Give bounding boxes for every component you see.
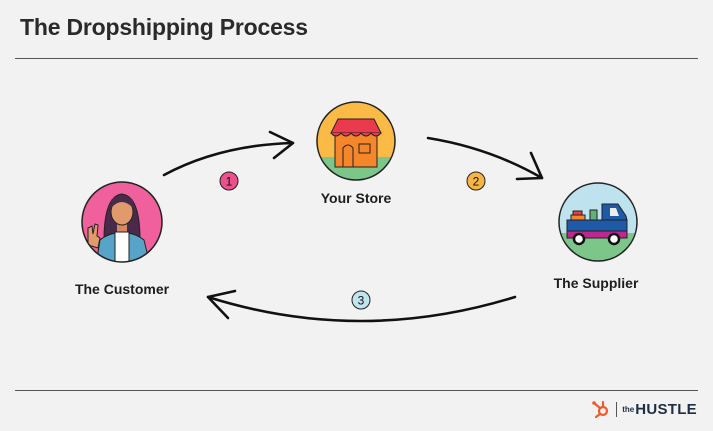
step-number-2: 2	[473, 175, 480, 189]
store-icon	[316, 101, 396, 181]
step-badge-3: 3	[351, 290, 371, 310]
logo-prefix: the	[622, 404, 635, 414]
the-hustle-logo: the HUSTLE	[591, 400, 697, 418]
step-number-1: 1	[226, 175, 233, 189]
arrow-store-to-supplier	[426, 136, 544, 180]
supplier-label: The Supplier	[553, 275, 639, 291]
step-number-3: 3	[358, 294, 365, 308]
store-label: Your Store	[320, 190, 392, 206]
arrowhead-3	[206, 289, 237, 320]
supplier-truck-icon	[558, 182, 638, 262]
hubspot-sprocket-icon	[592, 400, 609, 418]
step-badge-1: 1	[219, 171, 239, 191]
top-divider	[15, 58, 698, 59]
logo-name: HUSTLE	[635, 400, 697, 418]
step-badge-2: 2	[466, 171, 486, 191]
arrowhead-1	[268, 130, 295, 160]
customer-icon	[81, 181, 163, 263]
customer-label: The Customer	[74, 281, 170, 297]
arrow-supplier-to-customer	[206, 295, 517, 323]
page-title: The Dropshipping Process	[20, 14, 308, 40]
arrow-customer-to-store	[162, 141, 295, 177]
logo-separator	[616, 401, 618, 417]
bottom-divider	[15, 390, 698, 391]
arrowhead-2	[515, 151, 544, 181]
